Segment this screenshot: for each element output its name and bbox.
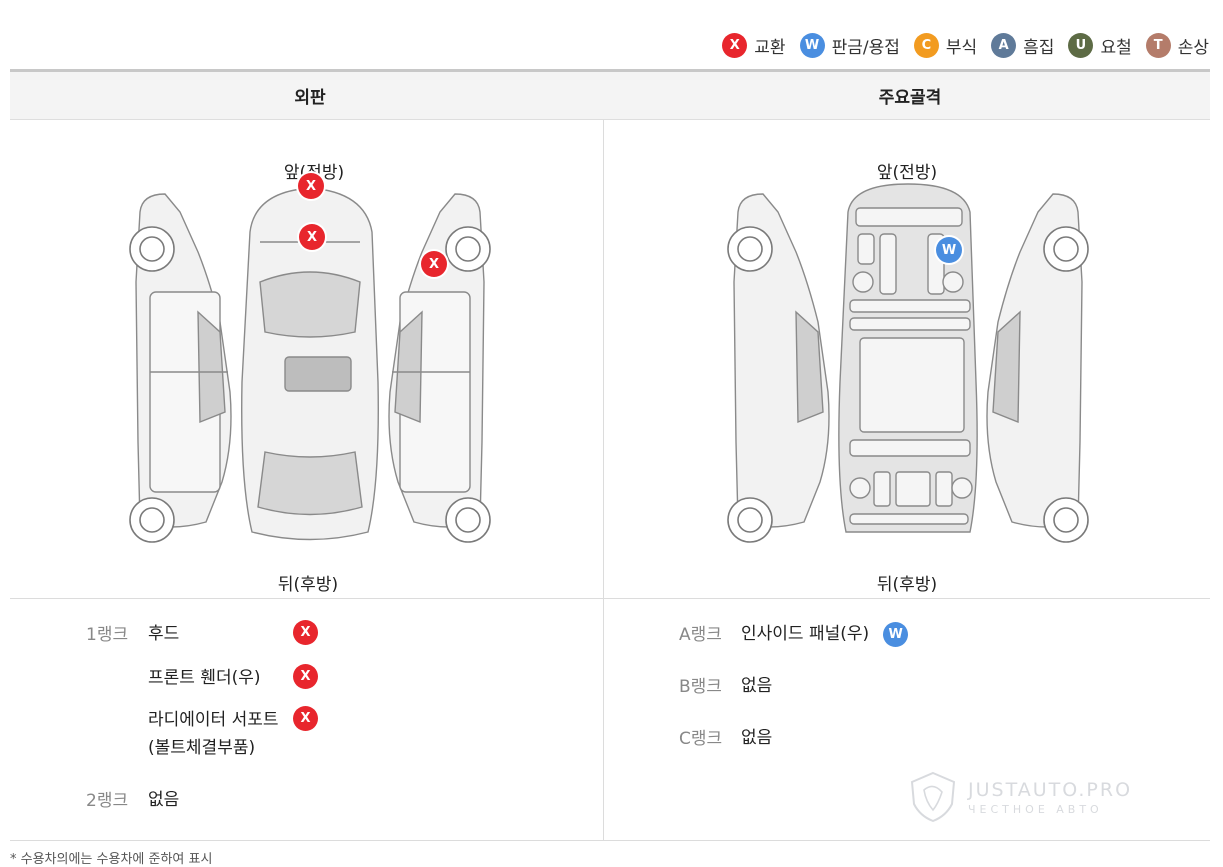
rank-a-value: 인사이드 패널(우) [741,624,870,644]
exterior-rank-list: 1랭크 후드 X 프론트 휀더(우) X 라디에이터 서포트 X (볼트체결부품… [86,620,318,814]
exterior-car-diagram [129,187,491,543]
table-header: 외판 주요골격 [10,72,1210,120]
inside-panel-right-sheet-metal-w-icon: W [936,237,962,263]
rank-b-value: 없음 [741,676,773,696]
header-exterior: 외판 [294,88,326,108]
header-frame: 주요골격 [878,88,942,108]
frame-rank-list: A랭크 인사이드 패널(우) W B랭크 없음 C랭크 없음 [679,620,919,752]
rank1-row-hood: 1랭크 후드 X [86,620,318,648]
hood-exchange-x-icon: X [298,173,324,199]
radiator-support-exchange-x-icon: X [299,224,325,250]
legend-sheet-metal: W 판금/용접 [799,32,900,58]
exchange-x-icon: X [293,706,318,731]
rank1-label: 1랭크 [86,625,129,645]
rank1-item-radiator: 라디에이터 서포트 [148,710,279,730]
rank2-row: 2랭크 없음 [86,786,318,814]
rank-c-row: C랭크 없음 [679,724,919,752]
watermark-line2: ЧЕСТНОЕ АВТО [968,802,1103,816]
frame-car-diagram [727,183,1089,543]
legend-damage: T 손상 [1145,32,1209,58]
damage-t-icon: T [1145,32,1171,58]
shield-logo-icon [910,771,956,823]
legend-corrosion: C 부식 [913,32,978,58]
rank-c-value: 없음 [741,728,773,748]
watermark: JUSTAUTO.PRO ЧЕСТНОЕ АВТО [906,770,1132,824]
exchange-x-icon: X [722,32,748,58]
sheet-metal-w-icon: W [799,32,825,58]
exchange-x-icon: X [293,664,318,689]
rank-b-row: B랭크 없음 [679,672,919,700]
right-back-label: 뒤(후방) [876,575,938,595]
rank2-value: 없음 [148,790,180,810]
legend-scratch: A 흠집 [991,32,1055,58]
rank-b-label: B랭크 [679,677,722,697]
sheet-metal-w-icon: W [883,622,909,647]
rank1-row-bolt: (볼트체결부품) [86,734,318,762]
rank1-row-fender: 프론트 휀더(우) X [86,664,318,692]
row-divider [10,598,1210,599]
rank-a-row: A랭크 인사이드 패널(우) W [679,620,919,648]
legend-exchange: X 교환 [722,32,786,58]
legend-label: 흠집 [1023,37,1055,58]
rank2-label: 2랭크 [86,791,129,811]
corrosion-c-icon: C [913,32,939,58]
damage-legend: X 교환 W 판금/용접 C 부식 A 흠집 U 요철 T 손상 [722,32,1209,58]
rank1-item-hood: 후드 [148,624,180,644]
watermark-line1: JUSTAUTO.PRO [968,778,1133,801]
dent-u-icon: U [1068,32,1094,58]
legend-label: 판금/용접 [831,37,900,58]
rank1-row-radiator: 라디에이터 서포트 X [86,706,318,734]
left-back-label: 뒤(후방) [277,575,339,595]
inspection-table: 외판 주요골격 앞(전방) 뒤(후방) [10,69,1210,841]
scratch-a-icon: A [991,32,1017,58]
legend-dent: U 요철 [1068,32,1132,58]
front-fender-right-exchange-x-icon: X [421,251,447,277]
legend-label: 요철 [1100,37,1132,58]
column-divider [603,120,604,840]
legend-label: 손상 [1177,37,1209,58]
rank1-item-bolt-parts: (볼트체결부품) [148,738,256,758]
footnote: * 수용차의에는 수용차에 준하여 표시 [10,852,213,867]
rank-a-label: A랭크 [679,625,722,645]
exchange-x-icon: X [293,620,318,645]
right-front-label: 앞(전방) [876,163,938,183]
rank-c-label: C랭크 [679,729,723,749]
rank1-item-fender: 프론트 휀더(우) [148,668,261,688]
legend-label: 교환 [754,37,786,58]
legend-label: 부식 [945,37,978,58]
